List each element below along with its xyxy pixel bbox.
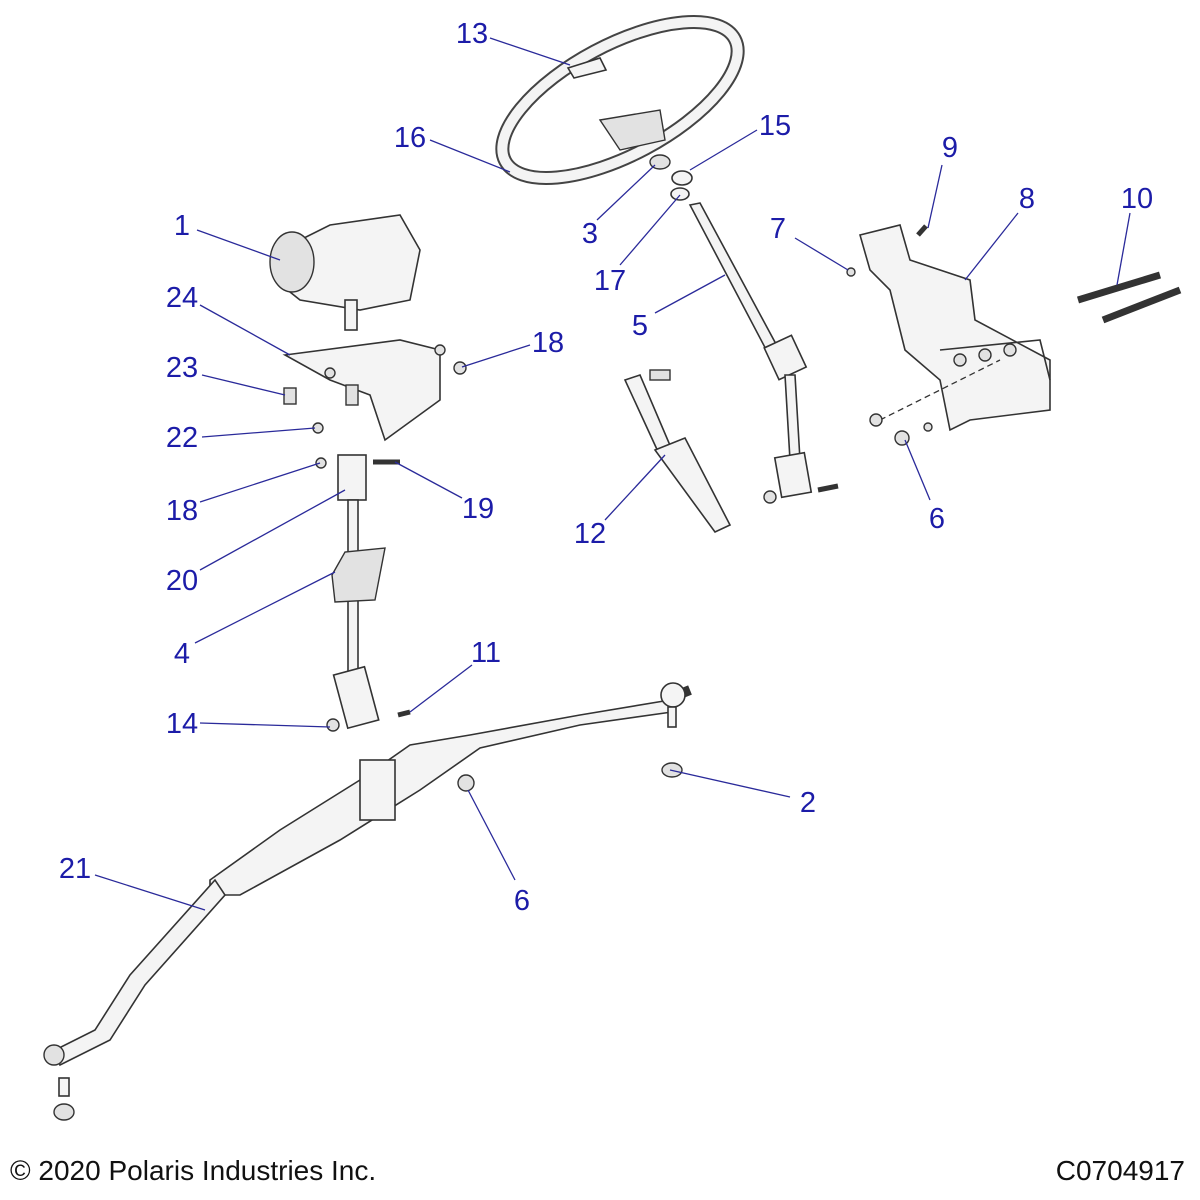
steering-rack — [43, 682, 692, 1121]
callout-18-lower: 18 — [166, 495, 198, 527]
callout-6-rack: 6 — [514, 885, 530, 917]
gearbox-mount-bracket — [282, 339, 467, 442]
callout-4: 4 — [174, 638, 190, 670]
gas-strut — [623, 369, 732, 534]
shaft-nut-washers — [649, 154, 693, 201]
steering-wheel — [495, 15, 745, 185]
callout-13: 13 — [456, 18, 488, 50]
callout-23: 23 — [166, 352, 198, 384]
callout-8: 8 — [1019, 183, 1035, 215]
callout-18-upper: 18 — [532, 327, 564, 359]
callout-10: 10 — [1121, 183, 1153, 215]
callout-19: 19 — [462, 493, 494, 525]
callout-16: 16 — [394, 122, 426, 154]
callout-20: 20 — [166, 565, 198, 597]
copyright-notice: © 2020 Polaris Industries Inc. — [10, 1155, 377, 1186]
callout-7: 7 — [770, 213, 786, 245]
callout-11: 11 — [471, 637, 501, 669]
callout-3: 3 — [582, 218, 598, 250]
upper-steering-shaft — [688, 202, 839, 504]
tilt-bracket — [846, 224, 1182, 446]
callout-15: 15 — [759, 110, 791, 142]
callout-17: 17 — [594, 265, 626, 297]
callout-1: 1 — [174, 210, 190, 242]
callout-12: 12 — [574, 518, 606, 550]
callout-6-bracket: 6 — [929, 503, 945, 535]
callout-9: 9 — [942, 132, 958, 164]
callout-2: 2 — [800, 787, 816, 819]
callout-5: 5 — [632, 310, 648, 342]
callout-21: 21 — [59, 853, 91, 885]
callout-14: 14 — [166, 708, 198, 740]
leader-lines — [94, 37, 1131, 911]
callout-22: 22 — [166, 422, 198, 454]
drawing-id: C0704917 — [1055, 1155, 1185, 1186]
callout-24: 24 — [166, 282, 198, 314]
steering-gearbox — [269, 214, 421, 331]
callout-labels: 1 2 3 4 5 6 6 7 8 9 10 11 12 13 14 15 16… — [59, 18, 1153, 917]
lower-steering-shaft — [315, 454, 411, 732]
horn-cap — [566, 57, 608, 79]
